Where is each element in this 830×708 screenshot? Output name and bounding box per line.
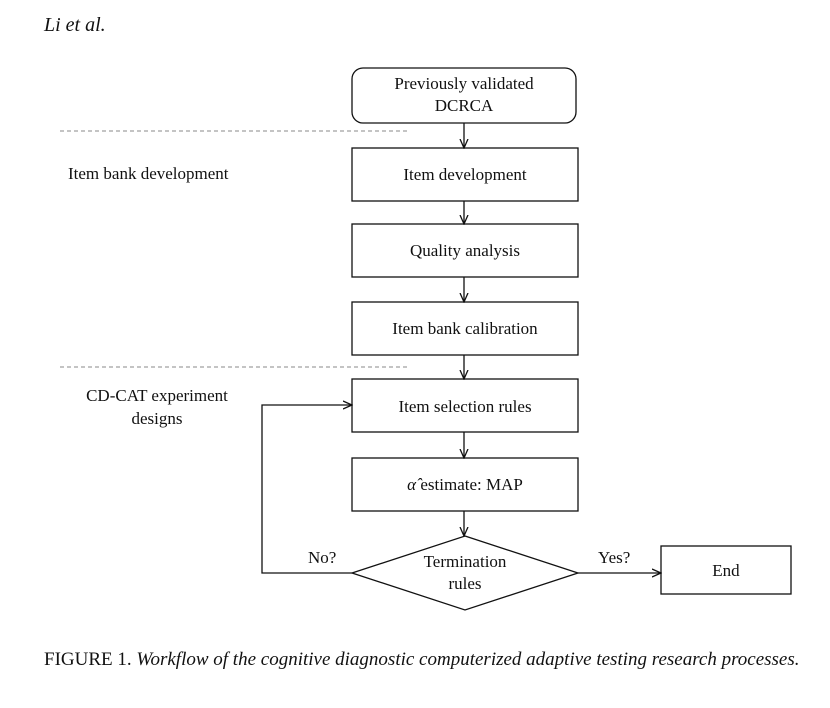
node-termination-decision — [349, 535, 581, 611]
figure-caption: FIGURE 1. Workflow of the cognitive diag… — [44, 646, 814, 674]
node-termination-line2: rules — [448, 574, 481, 593]
node-quality-analysis — [351, 223, 579, 278]
node-start-line2: DCRCA — [435, 96, 494, 115]
node-alpha-estimate — [351, 457, 579, 512]
node-end-label: End — [712, 561, 740, 580]
workflow-diagram: Item bank development CD-CAT experiment … — [60, 67, 792, 611]
figure-caption-text: Workflow of the cognitive diagnostic com… — [136, 649, 800, 670]
node-start-line1: Previously validated — [394, 74, 534, 93]
node-calibration — [351, 301, 579, 356]
running-header: Li et al. — [44, 14, 106, 36]
node-quality-analysis-label: Quality analysis — [410, 241, 520, 260]
estimate-text: estimate: MAP — [416, 475, 523, 494]
section-label-cdcat-line1: CD-CAT experiment — [86, 386, 228, 405]
node-item-selection-label: Item selection rules — [398, 397, 531, 416]
node-alpha-estimate-label: α̂ estimate: MAP — [407, 475, 523, 494]
edge-label-no: No? — [308, 548, 336, 567]
section-label-cdcat-line2: designs — [132, 409, 183, 428]
edge-label-yes: Yes? — [598, 548, 630, 567]
node-end — [660, 545, 792, 595]
arrow-no-loop — [261, 405, 352, 574]
section-label-item-bank: Item bank development — [68, 164, 229, 183]
node-item-development — [351, 147, 579, 202]
node-termination-line1: Termination — [424, 552, 507, 571]
node-calibration-label: Item bank calibration — [392, 319, 538, 338]
figure-number: FIGURE 1. — [44, 649, 132, 670]
node-item-development-label: Item development — [403, 165, 526, 184]
